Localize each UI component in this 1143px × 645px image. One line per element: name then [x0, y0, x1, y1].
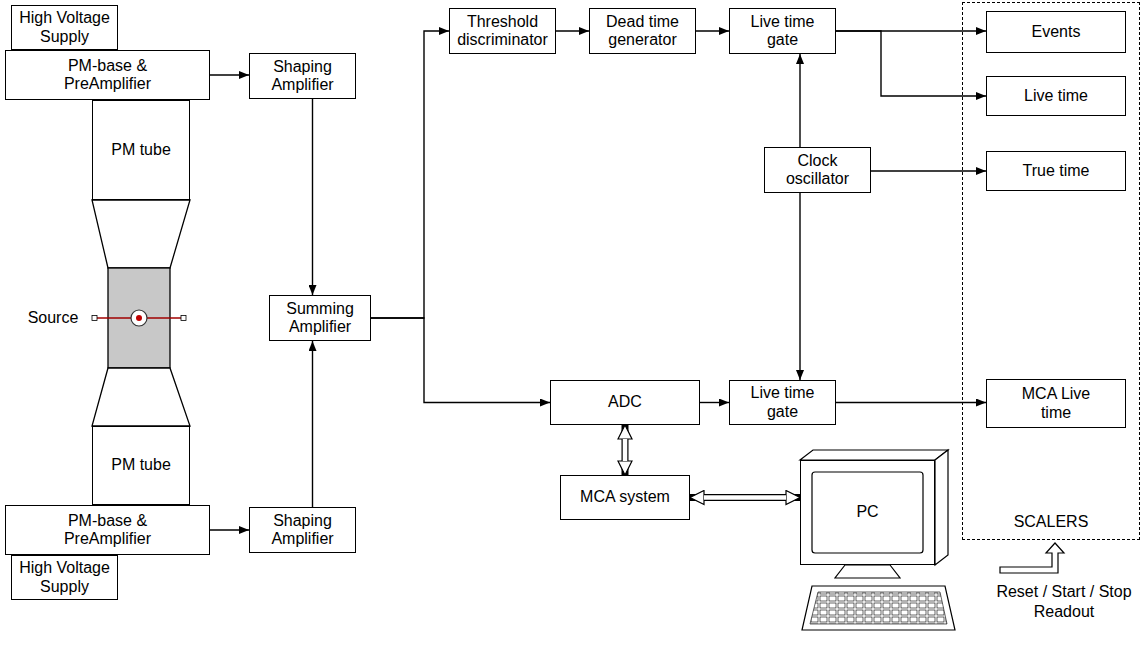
signal-arrow — [210, 529, 249, 530]
signal-arrow — [210, 74, 249, 75]
holder-end — [181, 316, 186, 321]
data-link-inner — [623, 439, 628, 461]
connector-group — [312, 99, 313, 295]
signal-arrow — [696, 30, 729, 31]
process-box: Threshold discriminator — [449, 8, 556, 54]
box-label: SCALERS — [1014, 513, 1089, 531]
signal-arrow — [836, 31, 986, 96]
process-box: Dead time generator — [589, 8, 696, 54]
box-label: PM tube — [111, 456, 171, 474]
process-box: Shaping Amplifier — [249, 53, 356, 99]
box-label: Summing Amplifier — [275, 300, 365, 337]
box-label: ADC — [608, 393, 642, 411]
data-link-arrow — [690, 494, 800, 501]
connector-group — [800, 54, 801, 147]
box-label: PM-base & PreAmplifier — [43, 57, 173, 94]
signal-arrow — [799, 193, 800, 380]
connector-group — [696, 31, 729, 32]
monitor-stand — [835, 565, 900, 578]
connector-group — [371, 31, 449, 318]
process-box: Events — [986, 11, 1126, 53]
box-label: Shaping Amplifier — [255, 512, 350, 549]
connector-group — [871, 171, 986, 172]
box-label: High Voltage Supply — [17, 559, 112, 596]
source-dot — [136, 315, 142, 321]
connector-group — [700, 402, 729, 403]
signal-arrow — [700, 402, 729, 403]
process-box: Clock oscillator — [764, 147, 871, 193]
pm-tube: PM tube — [92, 426, 190, 505]
box-label: Dead time generator — [595, 13, 690, 50]
process-box: True time — [986, 151, 1126, 191]
data-link-arrow — [622, 425, 629, 475]
connector-group — [312, 341, 313, 507]
process-box: MCA system — [560, 475, 690, 520]
process-box: ADC — [550, 380, 700, 425]
connector-group — [836, 31, 986, 96]
process-box: Summing Amplifier — [269, 295, 371, 341]
monitor-side — [935, 450, 948, 565]
box-label: Shaping Amplifier — [255, 58, 350, 95]
box-label: MCA Live time — [1011, 385, 1101, 422]
monitor-top — [800, 450, 948, 460]
process-box: Live time — [986, 76, 1126, 116]
box-label: Events — [1032, 23, 1081, 41]
signal-arrow — [312, 341, 313, 507]
data-link-inner — [704, 495, 786, 500]
box-label: MCA system — [580, 488, 670, 506]
box-label: Live time gate — [735, 384, 830, 421]
signal-arrow — [371, 318, 550, 403]
pm-tube: PM tube — [92, 100, 190, 200]
light-guide — [92, 368, 190, 426]
box-label: Live time — [1024, 87, 1088, 105]
signal-arrow — [556, 30, 589, 31]
process-box: High Voltage Supply — [11, 555, 118, 600]
control-label: Reset / Start / Stop Readout — [990, 582, 1138, 622]
connector-group — [210, 75, 249, 76]
signal-arrow — [836, 402, 986, 403]
process-box: PM-base & PreAmplifier — [5, 505, 210, 555]
computer-monitor: PC — [800, 460, 935, 565]
connector-group — [556, 31, 589, 32]
process-box: Live time gate — [729, 380, 836, 425]
source-capsule — [131, 310, 147, 326]
box-label: PC — [856, 503, 878, 521]
signal-arrow — [871, 170, 986, 171]
signal-arrow — [799, 54, 800, 147]
connector-group — [690, 497, 800, 498]
box-label: Threshold discriminator — [455, 13, 550, 50]
box-label: Live time gate — [735, 13, 830, 50]
monitor-screen — [812, 472, 923, 553]
process-box: High Voltage Supply — [11, 5, 118, 50]
connector-group — [210, 530, 249, 531]
control-arrow — [1000, 543, 1064, 573]
process-box: Shaping Amplifier — [249, 507, 356, 553]
connectors — [210, 31, 986, 530]
box-label: PM-base & PreAmplifier — [43, 512, 173, 549]
process-box: PM-base & PreAmplifier — [5, 50, 210, 100]
box-label: PM tube — [111, 141, 171, 159]
process-box: Live time gate — [729, 8, 836, 54]
light-guide — [92, 200, 190, 268]
keyboard-keys — [810, 592, 947, 624]
box-label: Clock oscillator — [770, 152, 865, 189]
box-label: True time — [1023, 162, 1090, 180]
process-box: MCA Live time — [986, 379, 1126, 428]
connector-group — [625, 425, 626, 475]
scaler-group: SCALERS EventsLive timeTrue timeMCA Live … — [962, 2, 1140, 540]
connector-group — [371, 318, 550, 403]
connector-group — [800, 193, 801, 380]
signal-arrow — [312, 99, 313, 295]
signal-arrow — [371, 31, 449, 318]
box-label: High Voltage Supply — [17, 9, 112, 46]
connector-group — [836, 402, 986, 403]
keyboard — [802, 586, 955, 630]
source-label: Source — [18, 308, 88, 328]
holder-end — [92, 316, 97, 321]
